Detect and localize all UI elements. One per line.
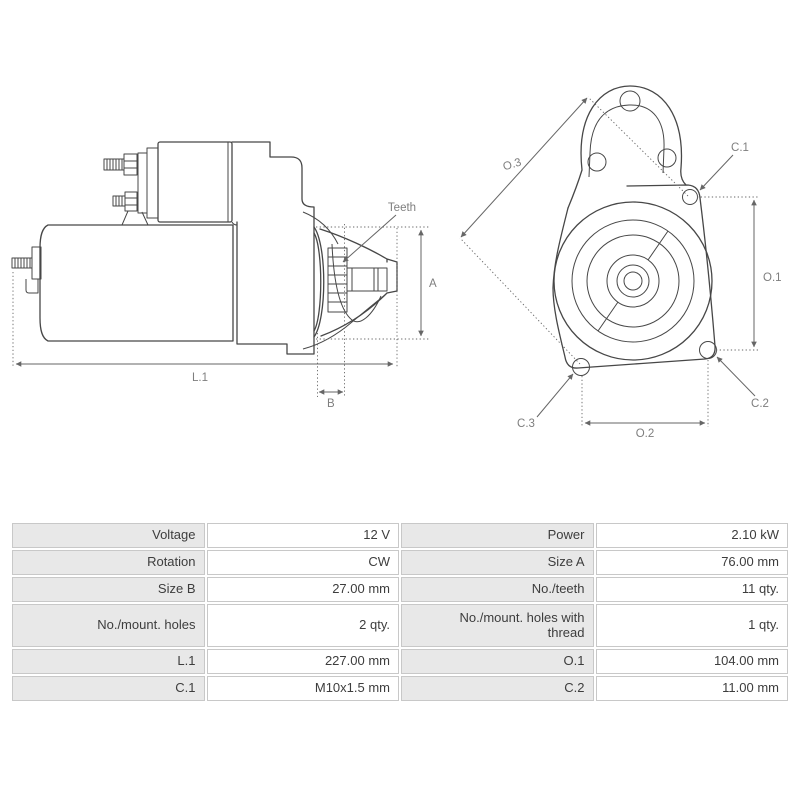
table-row: Voltage 12 V Power 2.10 kW <box>12 523 788 548</box>
spec-label-text: No./mount. holes with thread <box>459 609 585 640</box>
dim-label-c3: C.3 <box>517 418 535 430</box>
spec-table: Voltage 12 V Power 2.10 kW Rotation CW S… <box>10 521 790 703</box>
dim-label-b: B <box>327 398 335 410</box>
motor-body <box>39 224 234 342</box>
spec-label-mount-holes-thread: No./mount. holes with thread <box>401 604 594 647</box>
bell-hole-right <box>657 148 677 168</box>
dim-label-o2: O.2 <box>636 428 655 440</box>
spec-label-power: Power <box>401 523 594 548</box>
spec-label-size-b: Size B <box>12 577 205 602</box>
spec-value-mount-holes: 2 qty. <box>206 604 399 647</box>
spec-label-size-a: Size A <box>401 550 594 575</box>
front-view-drawing: O.3 C.1 O.1 C.2 C.3 O.2 <box>459 85 782 440</box>
front-flange <box>552 184 716 369</box>
table-row: Size B 27.00 mm No./teeth 11 qty. <box>12 577 788 602</box>
front-face-circles <box>553 201 713 361</box>
dim-label-c2: C.2 <box>751 398 769 410</box>
spec-value-power: 2.10 kW <box>595 523 788 548</box>
spec-label-voltage: Voltage <box>12 523 205 548</box>
table-row: C.1 M10x1.5 mm C.2 11.00 mm <box>12 676 788 701</box>
mount-hole-c2 <box>699 341 717 359</box>
table-row: No./mount. holes 2 qty. No./mount. holes… <box>12 604 788 647</box>
bell-housing-inner <box>588 104 665 178</box>
spec-label-teeth: No./teeth <box>401 577 594 602</box>
mount-hole-c3 <box>572 358 590 376</box>
starter-motor-technical-drawing: A B L.1 Teeth <box>11 85 782 440</box>
terminal-studs <box>103 153 138 212</box>
spec-value-size-a: 76.00 mm <box>595 550 788 575</box>
spec-value-rotation: CW <box>206 550 399 575</box>
rear-stud <box>11 246 42 294</box>
spec-value-voltage: 12 V <box>206 523 399 548</box>
table-row: Rotation CW Size A 76.00 mm <box>12 550 788 575</box>
teeth-label: Teeth <box>388 202 416 214</box>
solenoid <box>121 141 238 226</box>
spec-value-l1: 227.00 mm <box>206 649 399 674</box>
dim-label-c1: C.1 <box>731 142 749 154</box>
bell-housing-outer <box>567 85 687 209</box>
spec-label-l1: L.1 <box>12 649 205 674</box>
side-view-drawing: A B L.1 Teeth <box>11 141 437 410</box>
table-row: L.1 227.00 mm O.1 104.00 mm <box>12 649 788 674</box>
bell-hole-top <box>619 90 641 112</box>
spec-value-mount-holes-thread: 1 qty. <box>595 604 788 647</box>
mount-hole-c1 <box>682 189 698 205</box>
drive-end-bracket <box>231 141 315 355</box>
dim-label-l1: L.1 <box>192 372 208 384</box>
dim-label-o1: O.1 <box>763 272 782 284</box>
bell-hole-left <box>587 152 607 172</box>
spec-label-rotation: Rotation <box>12 550 205 575</box>
mounting-flange <box>313 226 325 338</box>
spec-label-c1: C.1 <box>12 676 205 701</box>
dim-label-a: A <box>429 278 437 290</box>
spec-label-c2: C.2 <box>401 676 594 701</box>
spec-value-size-b: 27.00 mm <box>206 577 399 602</box>
pinion-gear <box>327 247 388 313</box>
nose-cone <box>302 211 398 350</box>
spec-label-o1: O.1 <box>401 649 594 674</box>
spec-value-c2: 11.00 mm <box>595 676 788 701</box>
spec-label-mount-holes: No./mount. holes <box>12 604 205 647</box>
dim-label-o3: O.3 <box>502 157 523 174</box>
spec-value-c1: M10x1.5 mm <box>206 676 399 701</box>
spec-value-teeth: 11 qty. <box>595 577 788 602</box>
spec-value-o1: 104.00 mm <box>595 649 788 674</box>
